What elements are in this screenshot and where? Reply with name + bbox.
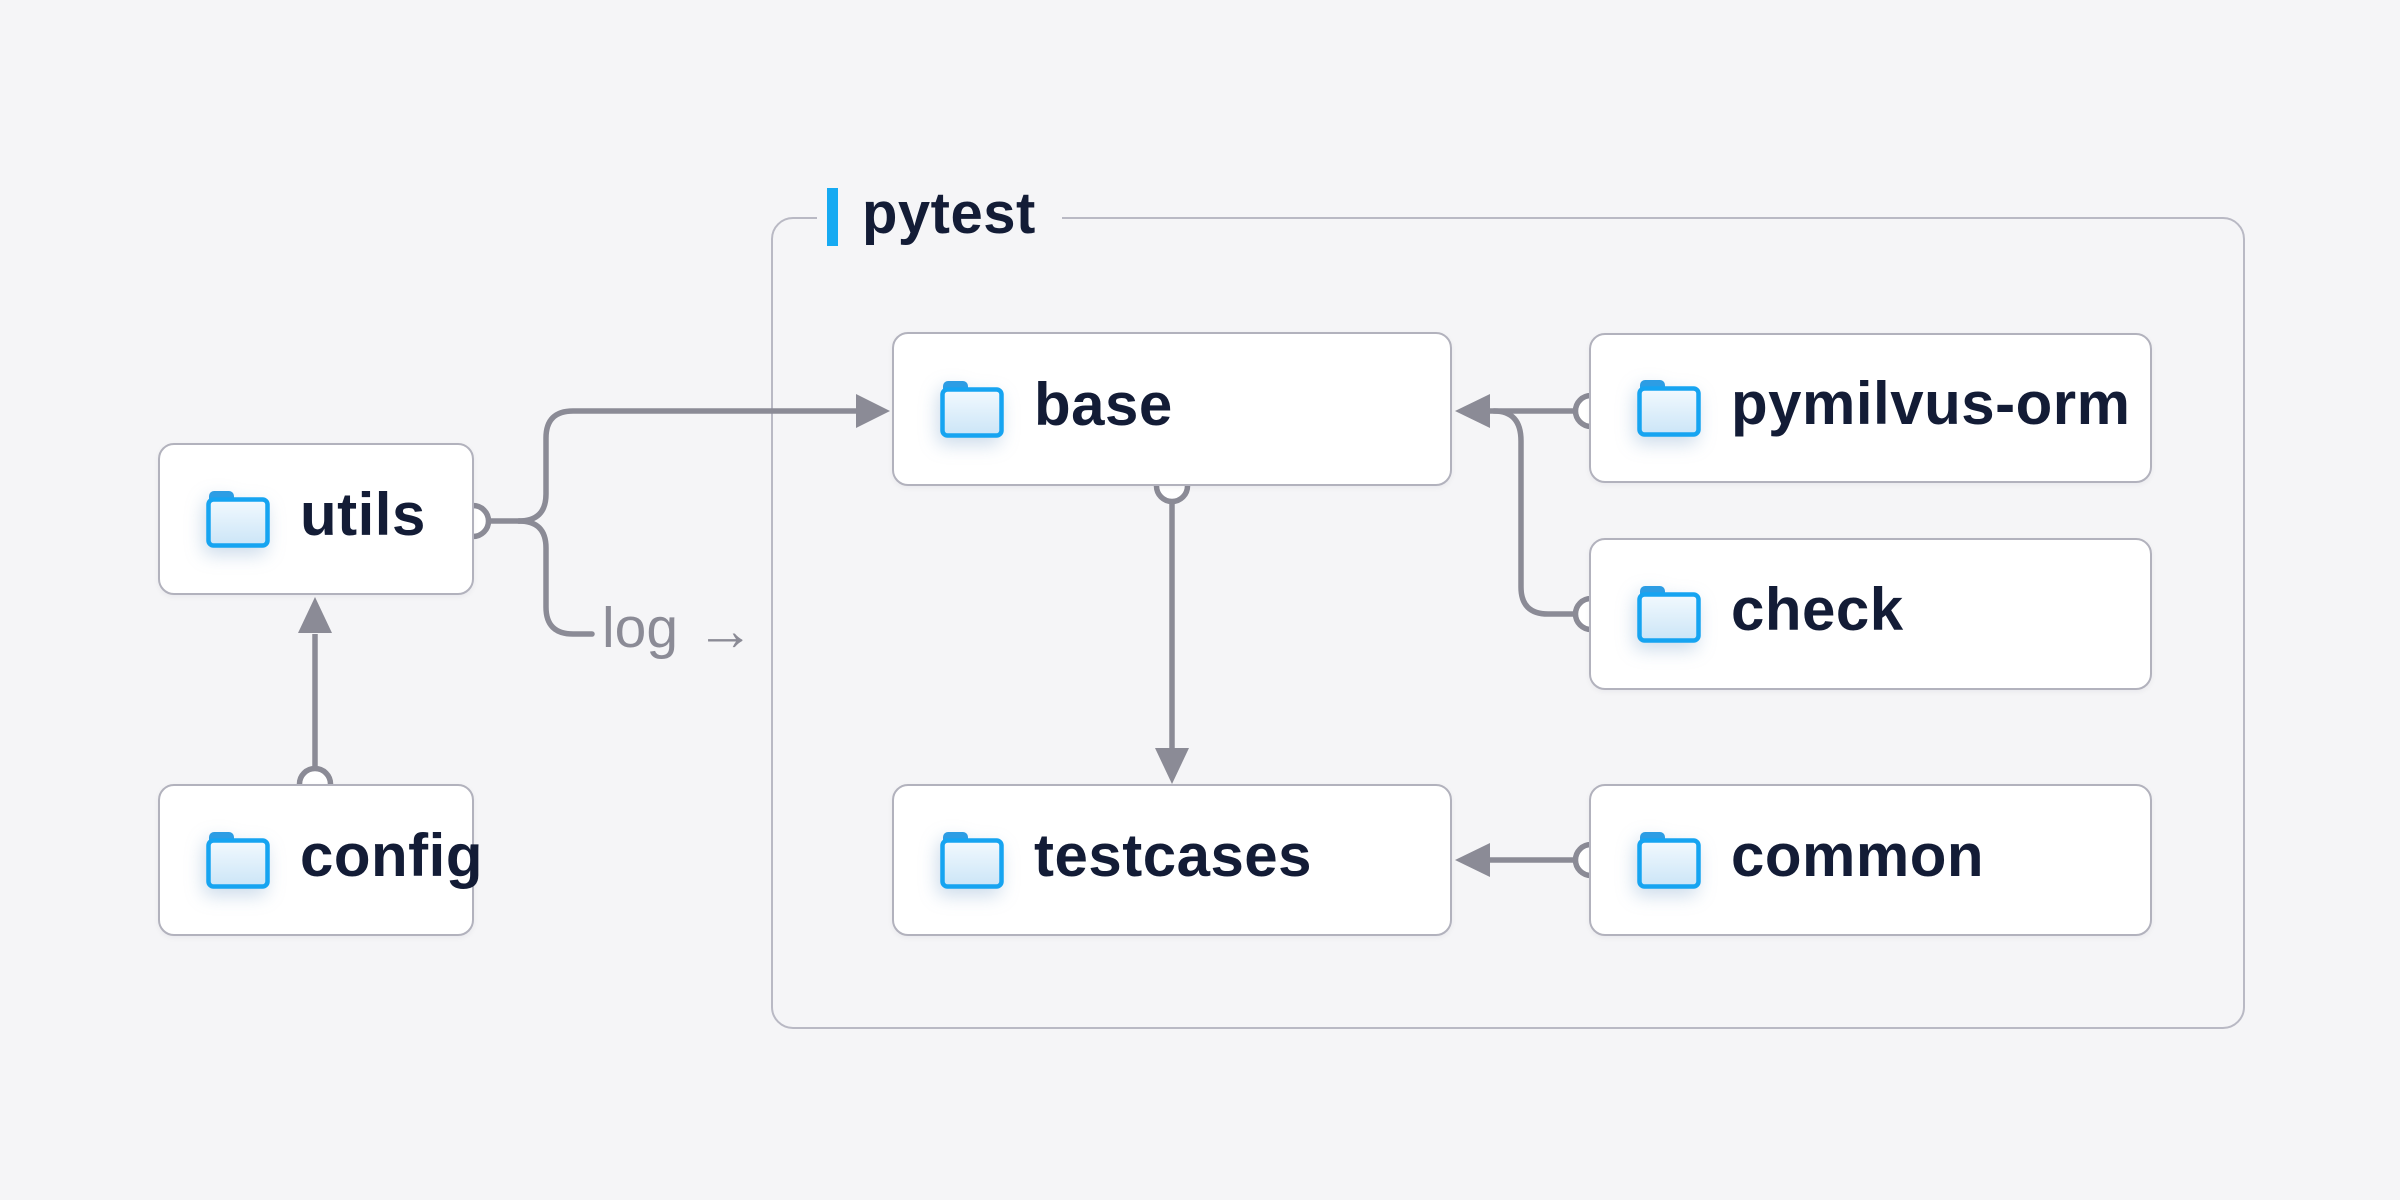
log-arrow-icon: → (696, 598, 755, 663)
node-base: base (892, 332, 1452, 486)
folder-icon (1637, 585, 1701, 643)
node-pymilvus-orm: pymilvus-orm (1589, 333, 2152, 483)
node-label: check (1731, 576, 1904, 643)
node-label: utils (300, 481, 426, 548)
folder-icon (1637, 379, 1701, 437)
folder-icon (940, 380, 1004, 438)
node-testcases: testcases (892, 784, 1452, 936)
folder-icon (940, 831, 1004, 889)
node-label: base (1034, 371, 1173, 438)
edge-config-utils (296, 597, 334, 803)
pytest-group-label: pytest (817, 184, 1062, 250)
node-common: common (1589, 784, 2152, 936)
node-label: config (300, 822, 483, 889)
node-config: config (158, 784, 482, 936)
node-label: testcases (1034, 822, 1313, 889)
edge-label-log: log → (602, 598, 754, 668)
pytest-group-label-text: pytest (862, 181, 1036, 246)
node-label: common (1731, 822, 1985, 889)
node-utils: utils (158, 443, 474, 595)
node-label: pymilvus-orm (1731, 370, 2131, 437)
edge-utils-log (516, 518, 595, 637)
folder-icon (206, 831, 270, 889)
folder-icon (1637, 831, 1701, 889)
pytest-group-frame (771, 217, 2245, 1029)
folder-icon (206, 490, 270, 548)
accent-bar (827, 188, 838, 246)
node-check: check (1589, 538, 2152, 690)
edge-label-log-text: log (602, 595, 679, 660)
